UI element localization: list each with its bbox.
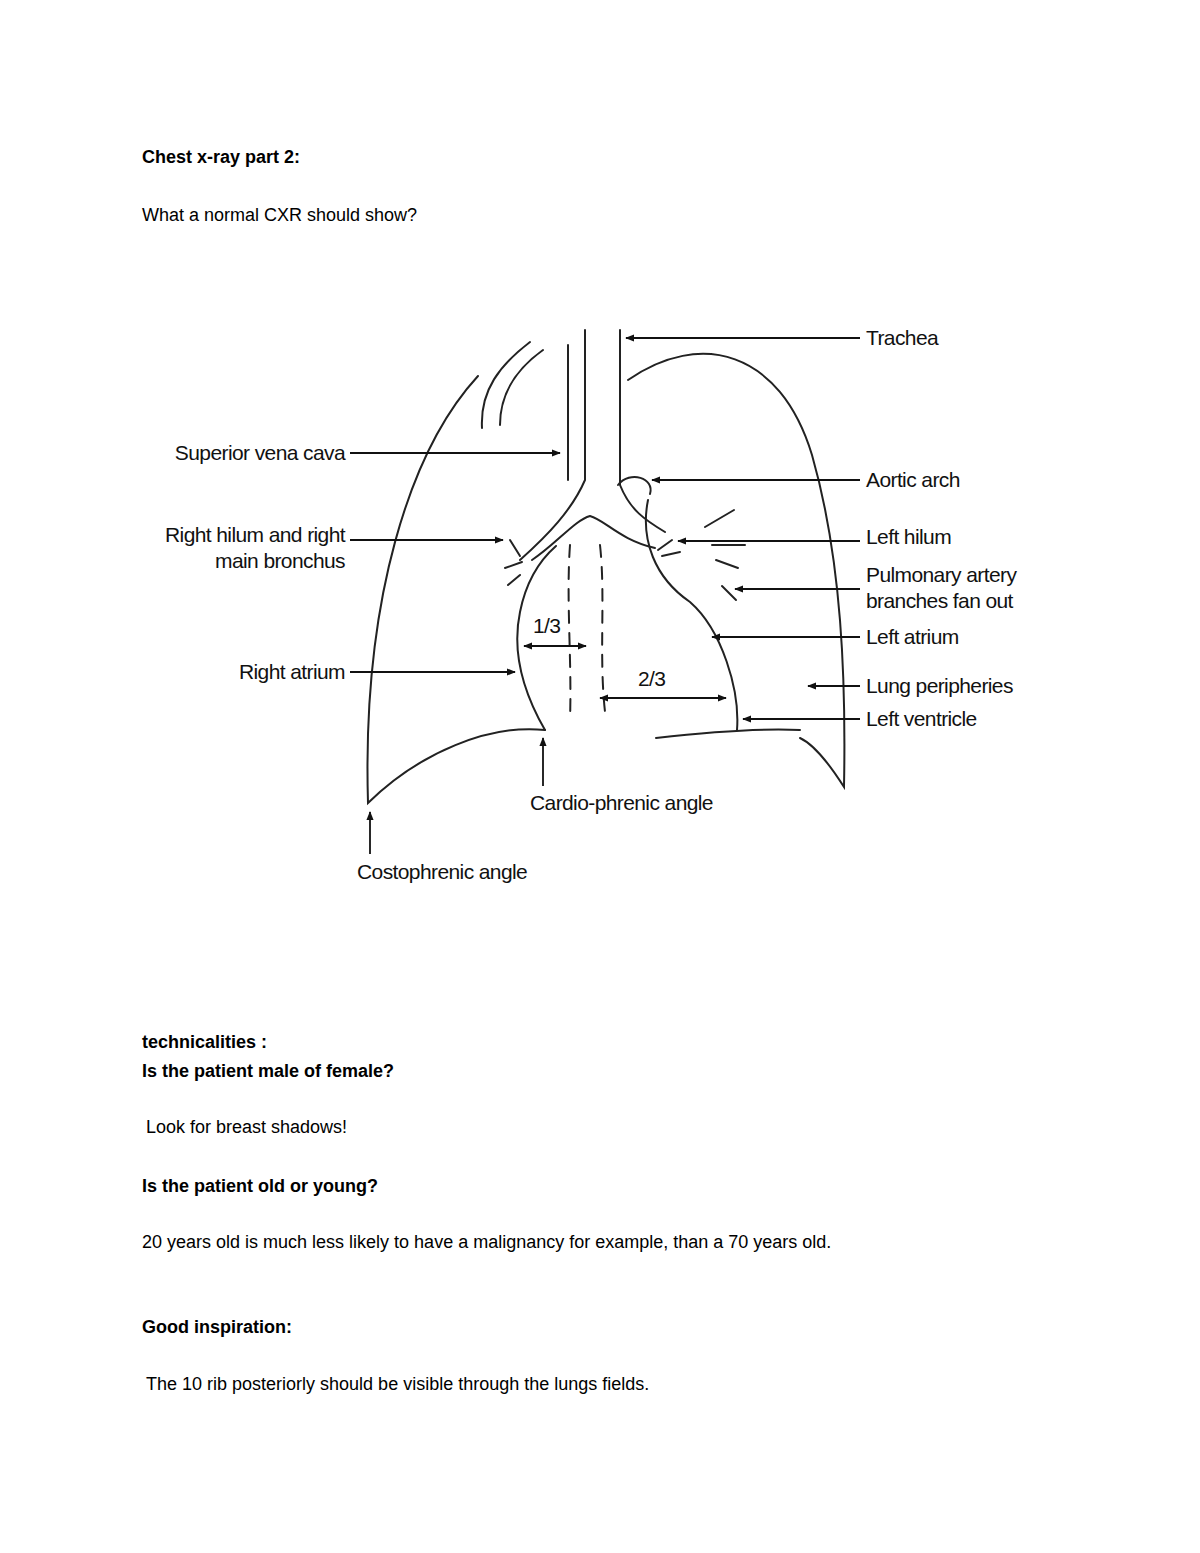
leader-arrow <box>712 636 860 638</box>
left-diaphragm <box>656 730 800 738</box>
part-label: Costophrenic angle <box>357 859 527 885</box>
heart-right-border <box>517 546 556 730</box>
part-label: Left ventricle <box>866 706 977 732</box>
spine-outline <box>600 545 606 720</box>
section-heading: Good inspiration: <box>142 1316 292 1338</box>
leader-arrow <box>542 738 544 786</box>
hilum-stroke <box>508 575 520 585</box>
right-lung-outline <box>367 376 545 803</box>
measure-arrow <box>524 645 586 647</box>
part-label: Left atrium <box>866 624 959 650</box>
section-heading: technicalities : <box>142 1031 267 1053</box>
hilum-stroke <box>662 552 680 556</box>
part-label: Right hilum and right main bronchus <box>120 522 345 574</box>
question: Is the patient old or young? <box>142 1175 378 1197</box>
part-label: Pulmonary artery branches fan out <box>866 562 1056 614</box>
artery-branch <box>722 586 736 600</box>
svc-line <box>567 345 569 480</box>
part-label: Superior vena cava <box>175 440 345 466</box>
body-text: The 10 rib posteriorly should be visible… <box>146 1373 649 1395</box>
page-title: Chest x-ray part 2: <box>142 146 300 168</box>
leader-arrow <box>652 479 860 481</box>
part-label: Aortic arch <box>866 467 960 493</box>
leader-arrow <box>743 718 860 720</box>
spine-outline <box>569 545 571 720</box>
leader-arrow <box>350 452 560 454</box>
heart-left-border <box>646 500 737 730</box>
leader-arrow <box>369 812 371 854</box>
leader-arrow <box>626 337 860 339</box>
part-label: Right atrium <box>239 659 345 685</box>
measure-arrow <box>600 697 726 699</box>
part-label: Lung peripheries <box>866 673 1013 699</box>
hilum-stroke <box>505 562 522 568</box>
part-label: Trachea <box>866 325 938 351</box>
trachea-wall <box>620 330 665 532</box>
subtitle: What a normal CXR should show? <box>142 204 417 226</box>
fraction-label: 2/3 <box>638 666 665 692</box>
artery-branch <box>712 544 745 546</box>
carina <box>532 516 655 560</box>
leader-arrow <box>678 540 860 542</box>
left-lung-outline <box>628 354 844 787</box>
leader-arrow <box>808 685 860 687</box>
aortic-arch <box>618 477 651 494</box>
artery-branch <box>716 560 738 568</box>
leader-arrow <box>350 539 503 541</box>
fraction-label: 1/3 <box>533 613 560 639</box>
apex-arc <box>500 350 543 425</box>
question: Is the patient male of female? <box>142 1060 394 1082</box>
artery-branch <box>705 510 734 527</box>
hilum-stroke <box>658 540 672 550</box>
part-label: Left hilum <box>866 524 951 550</box>
body-text: Look for breast shadows! <box>146 1116 347 1138</box>
leader-arrow <box>350 671 515 673</box>
body-text: 20 years old is much less likely to have… <box>142 1231 831 1253</box>
part-label: Cardio-phrenic angle <box>530 790 713 816</box>
apex-arc <box>482 342 530 428</box>
leader-arrow <box>735 588 860 590</box>
hilum-stroke <box>510 540 520 556</box>
